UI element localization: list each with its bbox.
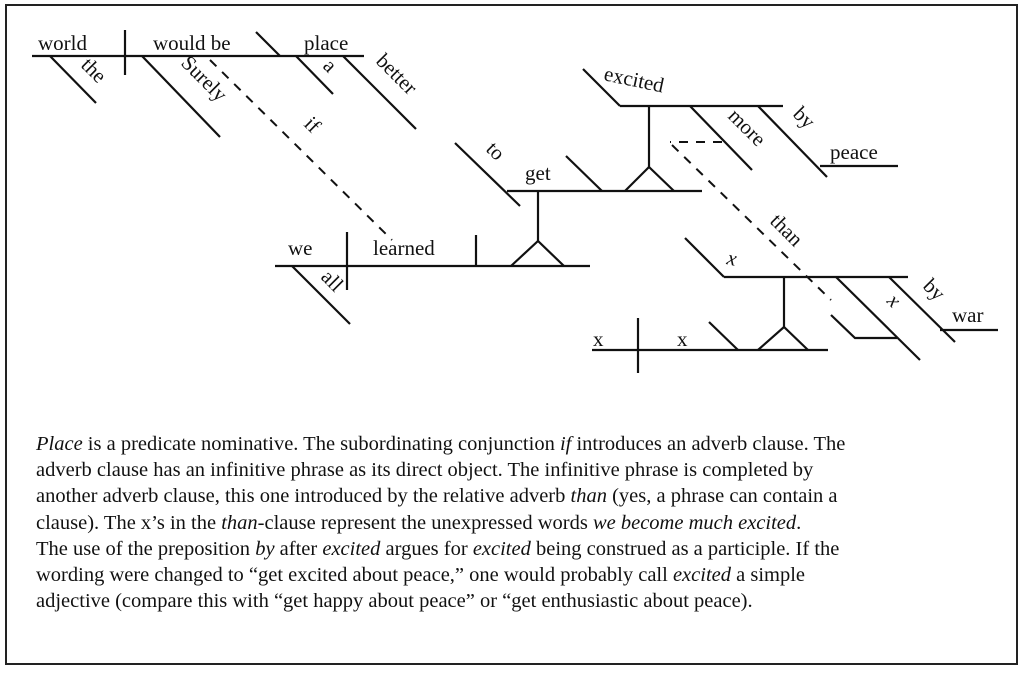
word-excited: excited — [602, 61, 667, 97]
word-war: war — [952, 303, 983, 327]
caption-italic-run: by — [255, 537, 275, 560]
than-clause: x x x x by war — [592, 237, 998, 373]
word-we: we — [288, 236, 313, 260]
modifier-line-a — [295, 55, 334, 95]
infinitive-marker-line — [454, 142, 521, 207]
caption-run: argues for — [380, 537, 473, 560]
word-the: the — [76, 53, 111, 88]
modifier-x-connector — [830, 314, 897, 340]
modifier-line-the — [49, 55, 97, 104]
word-get: get — [525, 161, 551, 185]
caption-italic-run: excited — [322, 537, 381, 560]
word-place: place — [304, 31, 348, 55]
word-a: a — [318, 54, 342, 78]
modifier-line-x-much — [835, 276, 921, 361]
word-surely: Surely — [176, 51, 232, 107]
word-to: to — [481, 137, 510, 166]
caption: Place is a predicate nominative. The sub… — [36, 431, 996, 614]
modifier-line-all — [291, 265, 351, 325]
complement-excited: excited more by peace — [582, 61, 898, 178]
caption-run: adjective (compare this with “get happy … — [36, 590, 753, 613]
caption-line: adverb clause has an infinitive phrase a… — [36, 457, 996, 483]
word-if: if — [299, 112, 325, 138]
excited-divider — [582, 68, 621, 107]
word-x-subject: x — [593, 327, 604, 351]
caption-run: introduces an adverb clause. The — [571, 433, 846, 455]
caption-italic-run: Place — [36, 433, 83, 455]
modifier-line-more — [689, 105, 753, 171]
caption-italic-run: than — [221, 511, 258, 534]
word-would-be: would be — [153, 31, 231, 55]
word-learned: learned — [373, 236, 435, 260]
word-peace: peace — [830, 140, 878, 164]
caption-line: adjective (compare this with “get happy … — [36, 588, 996, 614]
word-x-excited: x — [724, 245, 740, 271]
caption-run: -clause represent the unexpressed words — [257, 511, 593, 534]
than-connector-dashed — [671, 144, 832, 301]
caption-line: wording were changed to “get excited abo… — [36, 562, 996, 588]
caption-italic-run: if — [559, 433, 572, 455]
pedestal-infinitive — [510, 239, 565, 267]
caption-run: . — [796, 511, 802, 534]
caption-italic-run: excited — [672, 564, 731, 587]
caption-run: another adverb clause, this one introduc… — [36, 485, 571, 508]
if-clause: we learned all — [275, 191, 590, 325]
word-all: all — [316, 265, 348, 297]
than-complement-divider — [708, 321, 739, 351]
preposition-line-by — [757, 105, 828, 178]
predicate-nominative-divider — [255, 31, 281, 57]
preposition-line-than-by — [888, 276, 956, 343]
caption-italic-run: we become much excited — [592, 511, 797, 534]
pedestal-than — [757, 325, 809, 351]
caption-run: clause). The x’s in the — [36, 511, 222, 534]
infinitive-phrase: to get — [454, 106, 702, 207]
caption-run: a simple — [731, 564, 806, 587]
caption-run: (yes, a phrase can contain a — [606, 485, 838, 508]
caption-run: The use of the preposition — [36, 537, 256, 560]
modifier-line-better — [342, 55, 417, 130]
sentence-diagram: world would be place the Surely a better… — [32, 30, 998, 373]
complement-divider — [565, 155, 603, 192]
word-than-by: by — [918, 274, 950, 306]
figure-frame — [5, 4, 1018, 665]
caption-line: The use of the preposition by after exci… — [36, 536, 996, 562]
main-clause: world would be place the Surely a better — [32, 30, 422, 138]
caption-run: being construed as a participle. If the — [530, 537, 840, 560]
caption-italic-run: than — [570, 485, 607, 508]
caption-run: adverb clause has an infinitive phrase a… — [36, 459, 814, 482]
pedestal-complement — [624, 165, 675, 192]
modifier-line-surely — [141, 55, 221, 138]
word-by: by — [788, 102, 820, 134]
caption-run: after — [274, 537, 323, 560]
word-than: than — [765, 209, 808, 252]
caption-run: is a predicate nominative. The subordina… — [82, 433, 560, 455]
caption-run: wording were changed to “get excited abo… — [36, 564, 673, 587]
caption-line: another adverb clause, this one introduc… — [36, 483, 996, 509]
than-excited-divider — [684, 237, 725, 278]
caption-italic-run: excited — [472, 537, 531, 560]
caption-line: Place is a predicate nominative. The sub… — [36, 431, 996, 457]
word-x-verb: x — [677, 327, 688, 351]
word-world: world — [38, 31, 87, 55]
if-connector-dashed — [209, 59, 393, 241]
caption-line: clause). The x’s in the than-clause repr… — [36, 510, 996, 536]
